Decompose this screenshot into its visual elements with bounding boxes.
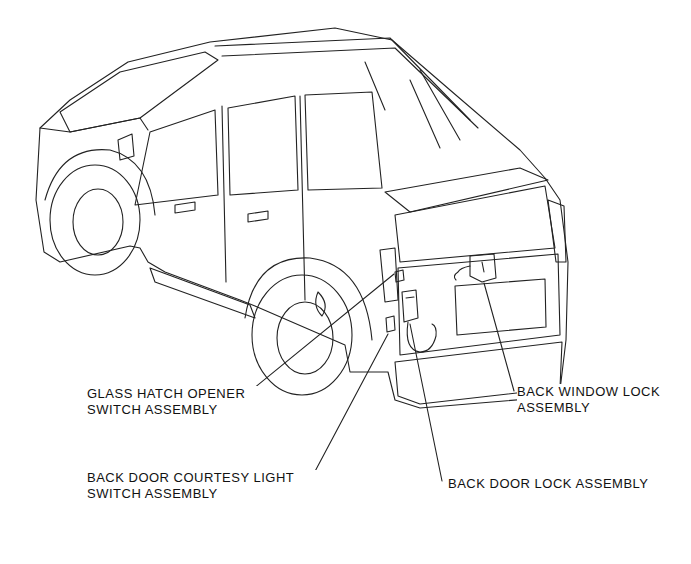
leader-line [484,283,514,391]
license-plate [455,279,546,335]
roof-line [365,62,460,148]
hood-line [40,118,148,132]
lock-cable [407,322,436,352]
back-window [395,186,555,262]
fuel-lid [316,292,325,316]
leader-line [410,324,442,481]
lock-cable [454,266,470,280]
rear-lamp [548,200,566,262]
side-window [135,110,218,205]
side-window [305,92,382,190]
side-step [150,268,255,318]
wheel-arch [245,258,372,340]
body-outline [36,28,568,408]
part-label: GLASS HATCH OPENER SWITCH ASSEMBLY [87,386,267,418]
back-door [398,254,560,355]
glass-hatch-opener-switch [395,270,404,282]
back-window-lock [470,254,496,282]
part-label: BACK DOOR LOCK ASSEMBLY [448,476,649,492]
leader-line [312,334,388,477]
wheel-arch [45,150,155,215]
back-door-lock [402,290,418,322]
part-label: BACK DOOR COURTESY LIGHT SWITCH ASSEMBLY [87,470,322,502]
courtesy-light-switch [386,316,395,332]
roof-rail [222,48,478,128]
windshield [60,52,218,132]
side-window [228,96,298,195]
door-handle [175,202,268,222]
door-line [222,96,305,300]
front-wheel-rim [73,189,123,255]
part-label: BACK WINDOW LOCK ASSEMBLY [517,384,687,416]
leader-line [248,274,394,393]
front-wheel [50,165,140,275]
